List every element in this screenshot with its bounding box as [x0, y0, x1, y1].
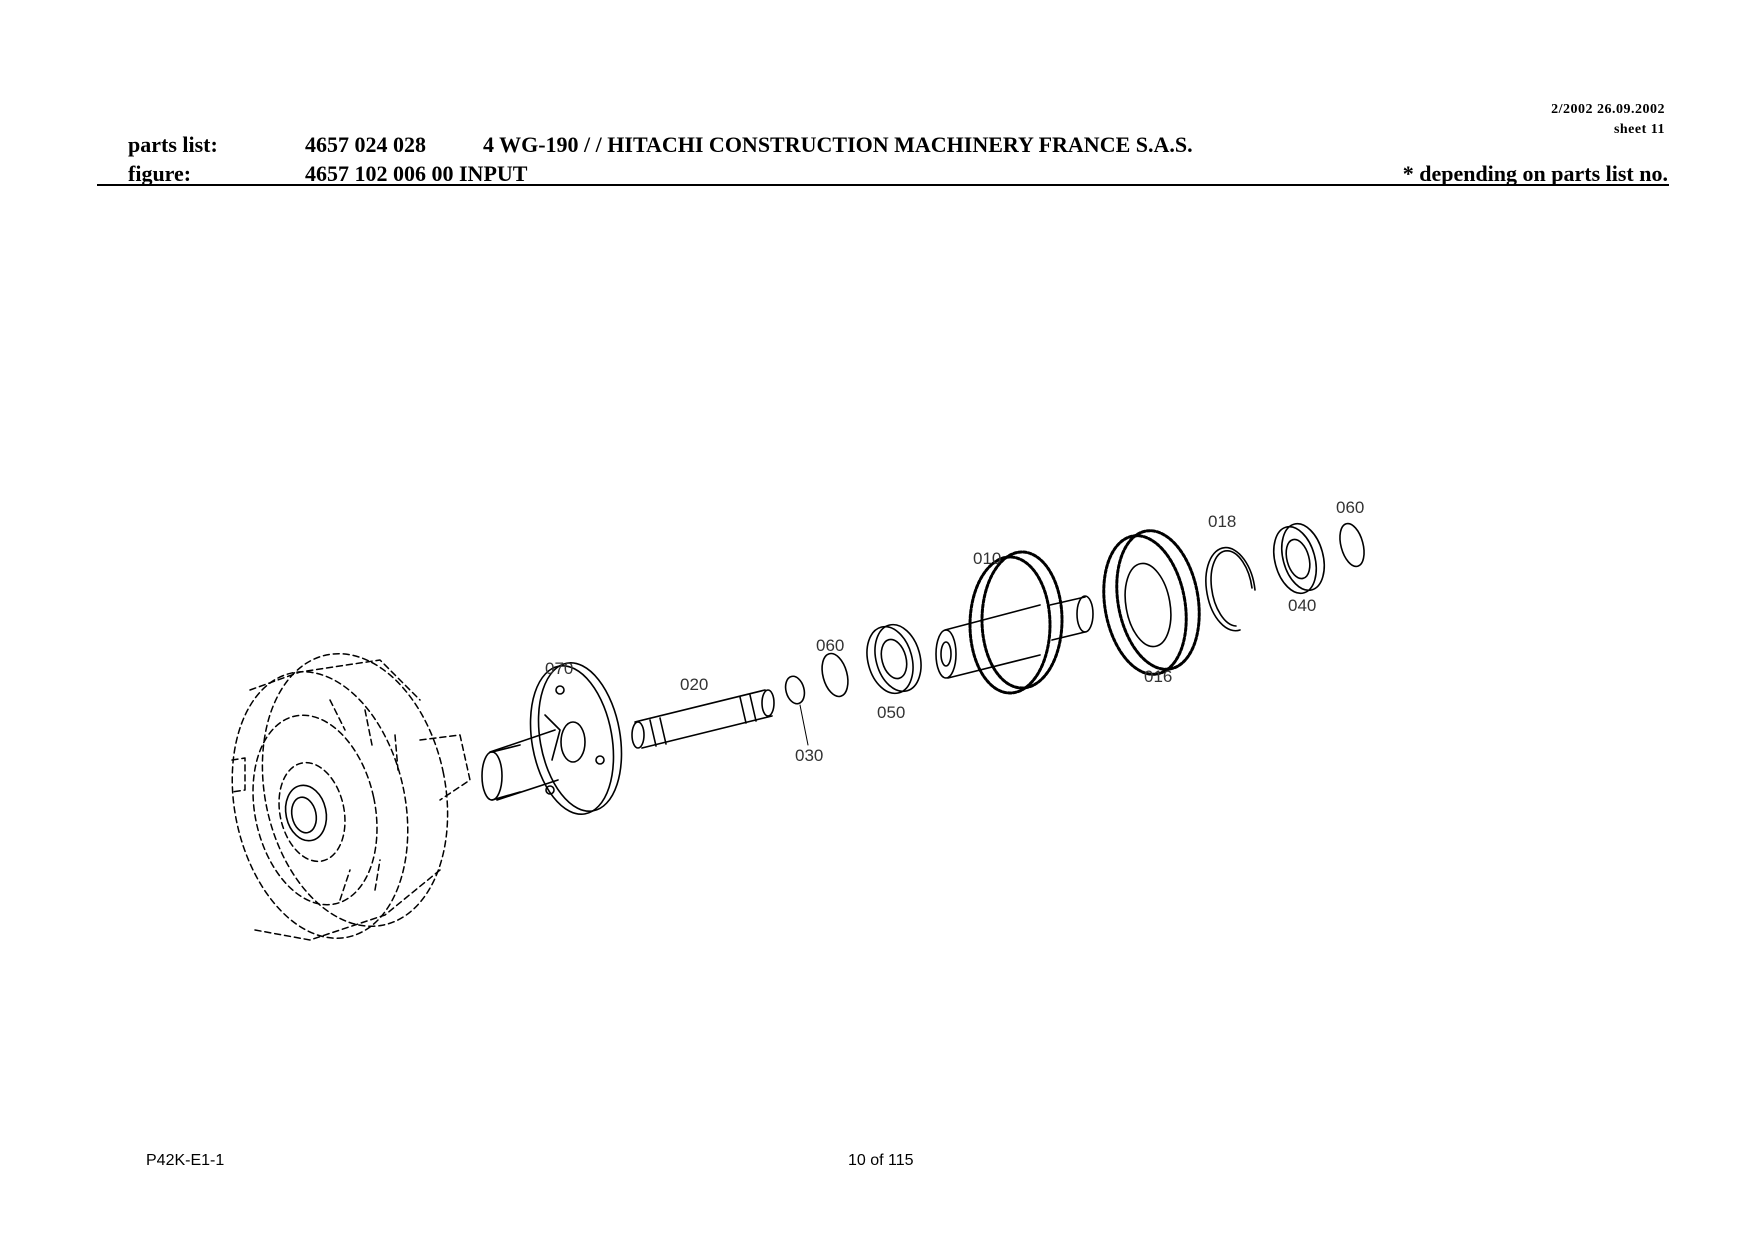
part-010-gear-shaft: [935, 550, 1094, 695]
part-060-ring-left: [821, 652, 849, 698]
date-line: 2/2002 26.09.2002: [1551, 102, 1665, 117]
part-060-ring-right: [1339, 522, 1365, 568]
callout-060-right: 060: [1336, 498, 1364, 517]
torque-converter-hub: [284, 784, 328, 842]
drawing-code: P42K-E1-1: [146, 1152, 225, 1169]
part-030-snap-ring: [784, 675, 806, 705]
figure-value: 4657 102 006 00 INPUT: [305, 161, 528, 186]
part-020-input-shaft: [631, 689, 775, 749]
part-040-bearing: [1272, 522, 1326, 595]
parts-list-number: 4657 024 028: [305, 132, 426, 157]
callout-040: 040: [1288, 596, 1316, 615]
part-070-pump-shaft: [481, 662, 623, 815]
callout-060-left: 060: [816, 636, 844, 655]
footnote-depending: * depending on parts list no.: [1402, 161, 1668, 186]
callout-070: 070: [545, 659, 573, 678]
callout-010: 010: [973, 549, 1001, 568]
part-018-circlip: [1205, 546, 1256, 632]
part-016-gear: [1102, 529, 1201, 676]
leader-030: [799, 704, 809, 746]
page-number: 10 of 115: [848, 1152, 914, 1169]
figure-label: figure:: [128, 161, 192, 186]
part-050-bearing: [866, 623, 922, 695]
callout-016: 016: [1144, 667, 1172, 686]
callout-050: 050: [877, 703, 905, 722]
parts-list-label: parts list:: [128, 132, 218, 157]
torque-converter: [231, 652, 471, 941]
callout-020: 020: [680, 675, 708, 694]
sheet-number: sheet 11: [1613, 122, 1665, 137]
header-rule: [97, 184, 1669, 186]
parts-list-description: 4 WG-190 / / HITACHI CONSTRUCTION MACHIN…: [483, 132, 1193, 157]
callout-018: 018: [1208, 512, 1236, 531]
callout-030: 030: [795, 746, 823, 765]
